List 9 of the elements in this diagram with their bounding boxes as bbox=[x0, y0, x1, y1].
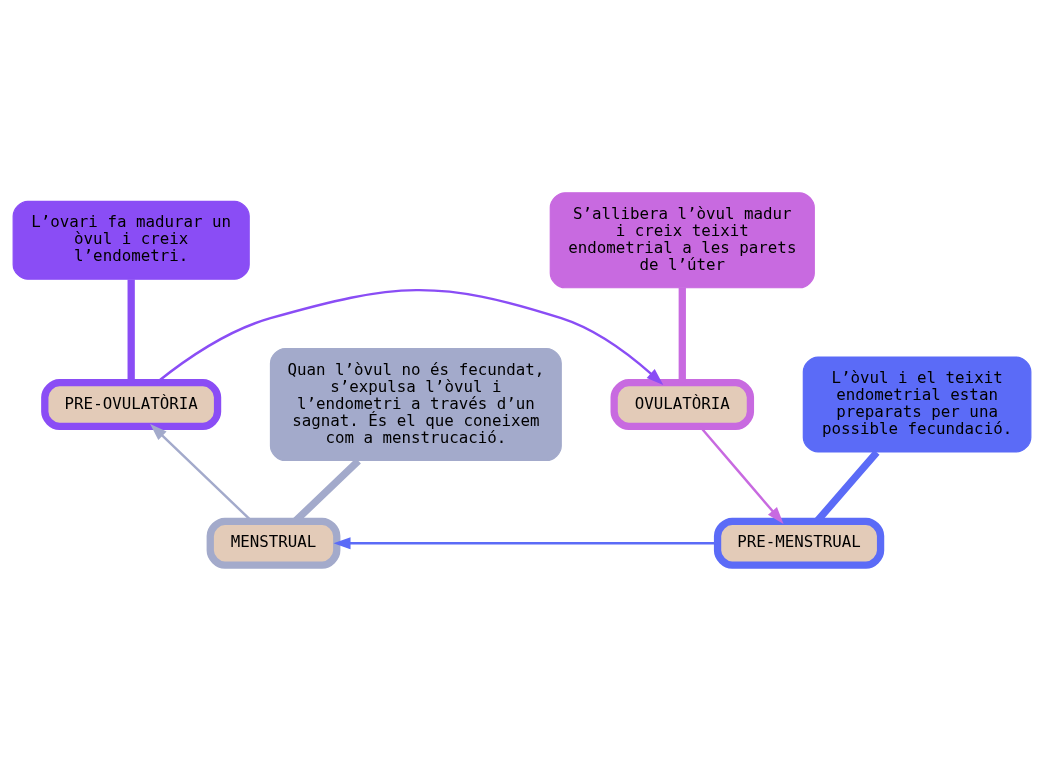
node-box: OVULATÒRIA bbox=[610, 379, 755, 431]
node-box: PRE-OVULATÒRIA bbox=[41, 379, 222, 431]
arrow bbox=[156, 288, 664, 385]
node-box: L’ovari fa madurar un òvul i creix l’endometri. bbox=[12, 200, 250, 280]
node-box: S’allibera l’òvul madur i creix teixit endometrial a les parets de l’úter bbox=[549, 192, 815, 289]
node-box: PRE-MENSTRUAL bbox=[713, 517, 885, 569]
node-box: Quan l’òvul no és fecundat, s’expulsa l’òvul i l’endometri a través d’un sagnat. És el que coneixem com a menstrucació. bbox=[269, 347, 562, 462]
node-box: MENSTRUAL bbox=[206, 517, 341, 569]
node-box: L’òvul i el teixit endometrial estan preparats per una possible fecundació. bbox=[802, 356, 1032, 453]
